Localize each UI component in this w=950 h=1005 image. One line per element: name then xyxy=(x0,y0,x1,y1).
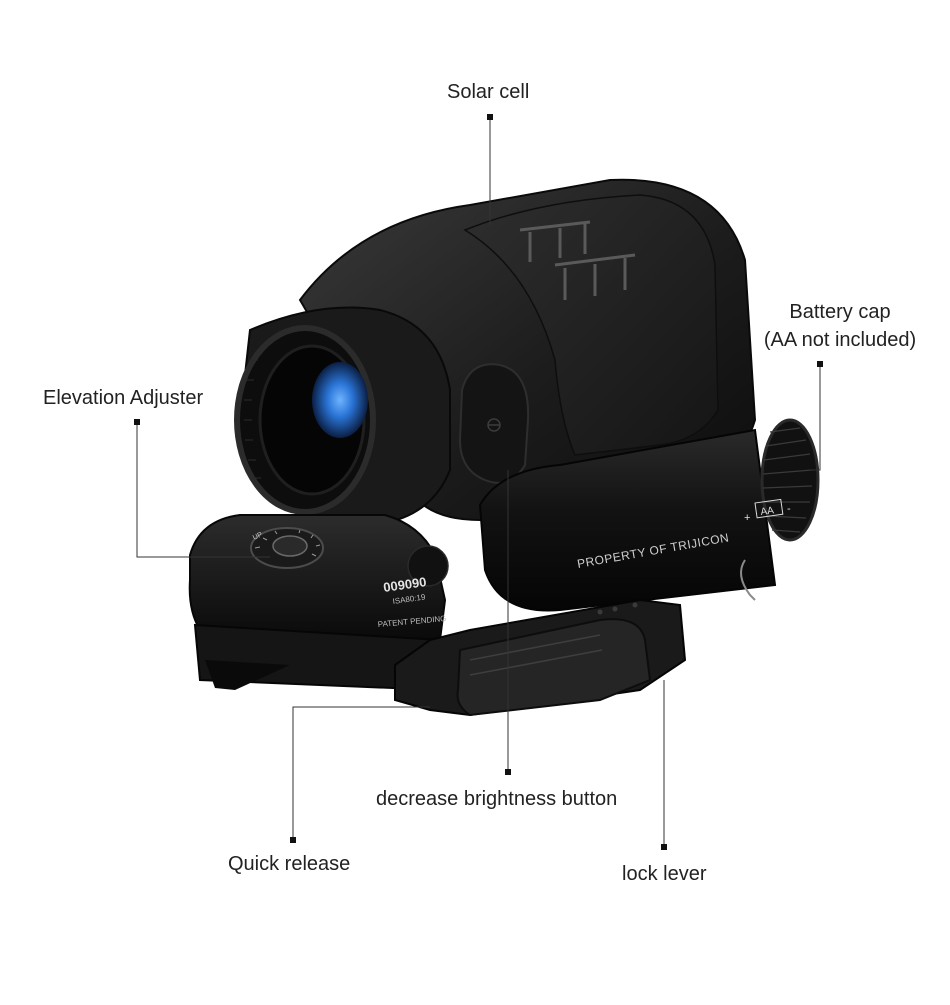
dial-marking: UP xyxy=(252,531,264,542)
battery-cap-knurl xyxy=(760,418,820,542)
lock-lever-body xyxy=(456,618,652,717)
scope-body xyxy=(188,178,820,717)
callout-dot-lock-lever xyxy=(661,844,667,850)
callout-dots xyxy=(134,114,823,850)
brightness-button xyxy=(458,363,530,484)
callout-label-elevation-adjuster: Elevation Adjuster xyxy=(43,387,204,409)
objective-thread xyxy=(244,359,261,479)
callout-label-quick-release: Quick release xyxy=(228,853,351,875)
solar-cell-panel xyxy=(463,194,719,456)
battery-tube xyxy=(478,428,777,612)
lanyard-wire xyxy=(740,559,756,601)
solar-cell-grid xyxy=(519,220,636,300)
battery-marking: AA xyxy=(760,505,775,518)
callout-label-battery-cap: Battery cap xyxy=(789,301,891,323)
callout-dot-elevation-adjuster xyxy=(134,419,140,425)
battery-cap-ridges xyxy=(762,427,813,533)
leader-line-battery-cap xyxy=(808,365,821,471)
callout-dot-quick-release xyxy=(290,837,296,843)
callout-label-solar-cell: Solar cell xyxy=(447,81,530,103)
minus-marking: - xyxy=(787,503,791,515)
leader-line-quick-release xyxy=(292,706,430,840)
callout-dot-solar-cell xyxy=(487,114,493,120)
callout-label-lock-lever: lock lever xyxy=(622,863,707,885)
leader-line-elevation-adjuster xyxy=(136,423,270,558)
serial-number: 009090 xyxy=(382,574,427,595)
callout-label-decrease-brightness: decrease brightness button xyxy=(376,788,618,810)
objective-lens xyxy=(312,362,368,438)
callout-sublabel-battery-cap: (AA not included) xyxy=(763,329,917,351)
callout-dot-decrease-brightness xyxy=(505,769,511,775)
callout-dot-battery-cap xyxy=(817,361,823,367)
plus-marking: + xyxy=(744,512,750,524)
callout-lines xyxy=(136,118,821,847)
